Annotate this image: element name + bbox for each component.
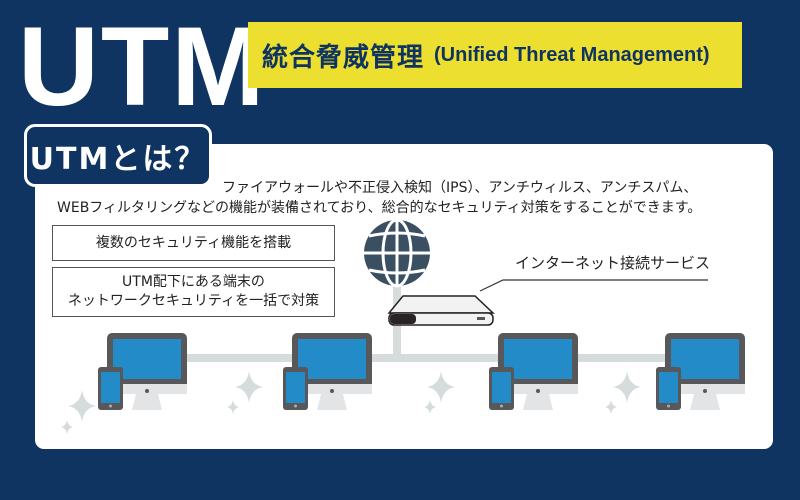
sparkle-icon [61, 371, 641, 434]
description-line-2: WEBフィルタリングなどの機能が装備されており、総合的なセキュリティ対策をするこ… [57, 200, 702, 216]
page-title: UTM [18, 4, 267, 129]
callout-line [479, 279, 708, 292]
desktop-and-phone-icon [656, 333, 745, 410]
section-badge: UTMとは？ [24, 124, 212, 187]
subtitle-english: (Unified Threat Management) [434, 43, 710, 66]
feature-text: UTM配下にある端末の [122, 274, 265, 290]
endpoint-4 [656, 333, 745, 410]
subtitle-japanese: 統合脅威管理 [262, 42, 425, 73]
desktop-and-phone-icon [283, 333, 372, 410]
description-line-1: ファイアウォールや不正侵入検知（IPS）、アンチウィルス、アンチスパム、 [222, 180, 698, 196]
utm-appliance-icon [387, 295, 495, 326]
endpoint-2 [283, 333, 372, 410]
endpoint-3 [489, 333, 578, 410]
feature-text: 複数のセキュリティ機能を搭載 [95, 234, 292, 251]
endpoint-1 [98, 333, 187, 410]
utm-device-label: インターネット接続サービス [515, 254, 711, 272]
feature-text: ネットワークセキュリティを一括で対策 [67, 293, 320, 309]
desktop-and-phone-icon [98, 333, 187, 410]
globe-icon [364, 218, 430, 288]
desktop-and-phone-icon [489, 333, 578, 410]
subtitle-banner: 統合脅威管理 (Unified Threat Management) [248, 22, 742, 88]
feature-box-1: 複数のセキュリティ機能を搭載 [52, 225, 335, 261]
feature-box-2: UTM配下にある端末の ネットワークセキュリティを一括で対策 [52, 267, 335, 317]
